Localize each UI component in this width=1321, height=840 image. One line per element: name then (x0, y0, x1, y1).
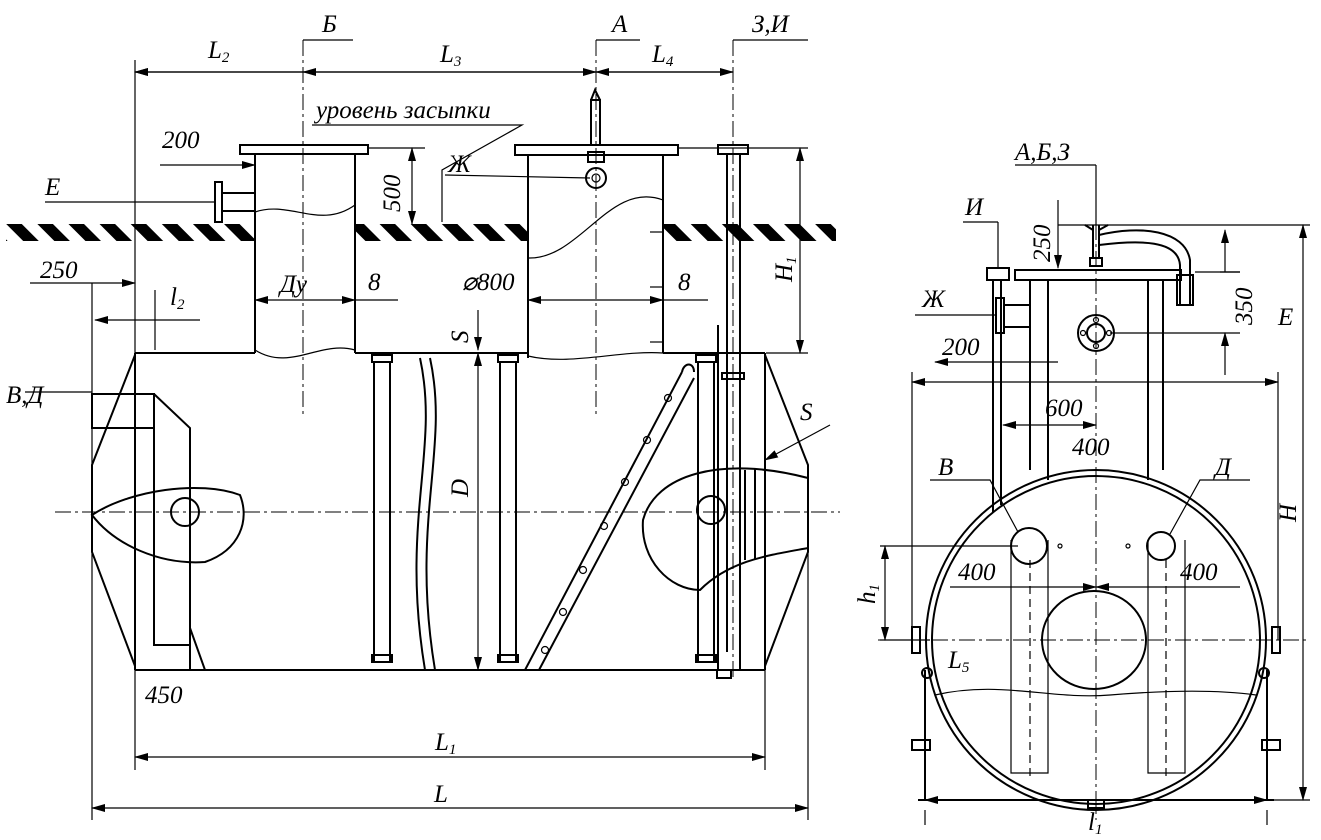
dim-350: 350 (1231, 287, 1258, 326)
label-backfill-level: уровень засыпки (313, 97, 491, 124)
ground-hatch-left (6, 224, 254, 241)
label-zi: З,И (752, 11, 791, 38)
label-a: А (610, 11, 628, 38)
dim-l: L (433, 781, 448, 808)
label-v: В (938, 454, 953, 481)
ground-hatch-right (664, 224, 836, 241)
internal-supports (371, 354, 717, 671)
dim-8-right: 8 (678, 269, 691, 296)
label-vd: В,Д (6, 382, 46, 409)
label-i: И (964, 194, 985, 221)
label-d: D (447, 479, 474, 498)
label-e-side: Е (1277, 304, 1293, 331)
dim-200: 200 (162, 127, 200, 154)
label-abz: А,Б,З (1013, 139, 1070, 166)
label-e: Е (44, 174, 60, 201)
dim-250-side: 250 (1029, 224, 1056, 262)
label-s-right: S (800, 399, 813, 426)
dim-h1: H1 (771, 256, 800, 283)
dim-l1-side: l1 (1088, 809, 1102, 838)
label-diam-800: ⌀800 (462, 269, 515, 296)
dim-h: H (1275, 502, 1302, 523)
label-d-side: Д (1213, 454, 1233, 481)
label-s-top: S (447, 330, 474, 343)
right-outlet (641, 466, 809, 592)
dim-l1: L1 (434, 729, 456, 758)
label-b: Б (321, 11, 337, 38)
dim-l4: L4 (651, 41, 674, 70)
label-zh: Ж (447, 151, 472, 178)
left-inlet (90, 393, 245, 671)
label-du: Ду (278, 271, 308, 298)
dim-h1-side: h1 (854, 584, 883, 604)
dim-200-side: 200 (942, 334, 980, 361)
ground-hatch-middle (356, 224, 528, 241)
dim-l5: L5 (947, 647, 970, 676)
dim-400-right: 400 (1180, 559, 1218, 586)
dim-l3: L3 (439, 41, 461, 70)
dim-600: 600 (1045, 395, 1083, 422)
dim-400-top: 400 (1072, 434, 1110, 461)
right-neck (514, 40, 679, 415)
side-view (878, 164, 1310, 825)
front-view-labels: Б А З,И L2 L3 L4 уровень засыпки 200 500… (6, 11, 813, 808)
label-zh-side: Ж (921, 286, 946, 313)
dim-l2: L2 (207, 37, 230, 66)
dim-8-left: 8 (368, 269, 381, 296)
front-view (6, 39, 840, 820)
pipe-zi (716, 40, 749, 680)
dim-450: 450 (145, 682, 183, 709)
dim-500: 500 (379, 174, 406, 212)
dim-l2-small: l2 (170, 284, 185, 313)
dim-250: 250 (40, 257, 78, 284)
side-view-labels: А,Б,З И 250 350 Ж Е 200 600 400 H В Д 40… (854, 139, 1302, 838)
left-neck (214, 40, 369, 415)
ladder (524, 363, 695, 671)
dim-400-left: 400 (958, 559, 996, 586)
